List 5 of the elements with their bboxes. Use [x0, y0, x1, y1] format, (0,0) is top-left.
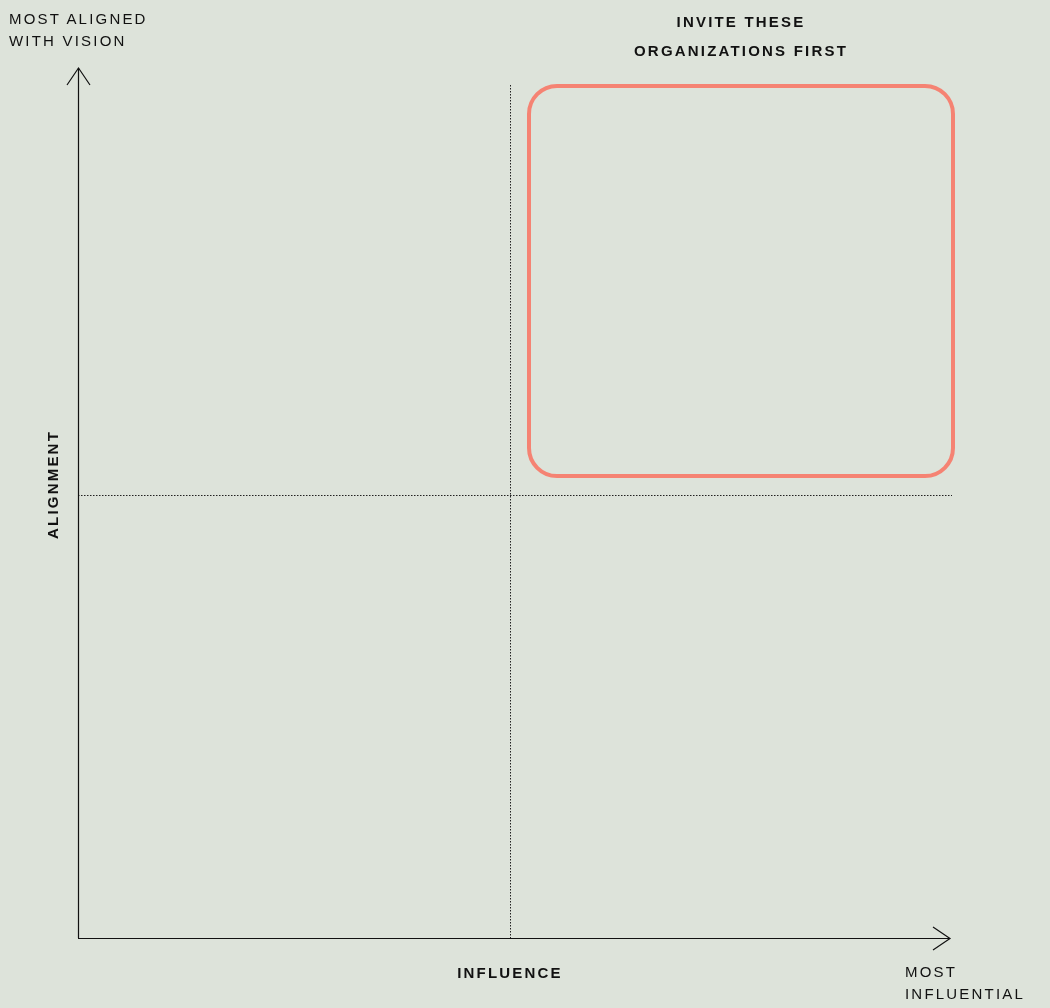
axis-title: INFLUENCE	[456, 963, 564, 983]
axis-end-label: MOST ALIGNED WITH VISION	[9, 9, 149, 51]
axis-title: ALIGNMENT	[43, 430, 62, 539]
axis-end-label: MOST INFLUENTIAL	[905, 962, 1027, 1004]
quadrant-heading: INVITE THESE ORGANIZATIONS FIRST	[633, 12, 849, 61]
